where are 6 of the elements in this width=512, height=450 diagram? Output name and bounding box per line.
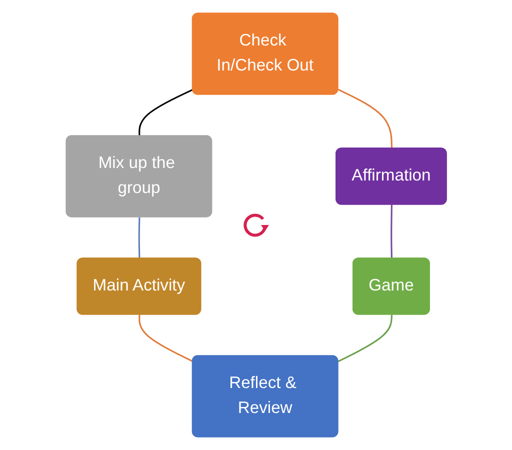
connector xyxy=(390,204,392,259)
connector xyxy=(138,88,193,136)
connector xyxy=(338,88,392,149)
connector xyxy=(338,314,392,362)
connector xyxy=(138,217,140,259)
connector xyxy=(138,314,193,362)
